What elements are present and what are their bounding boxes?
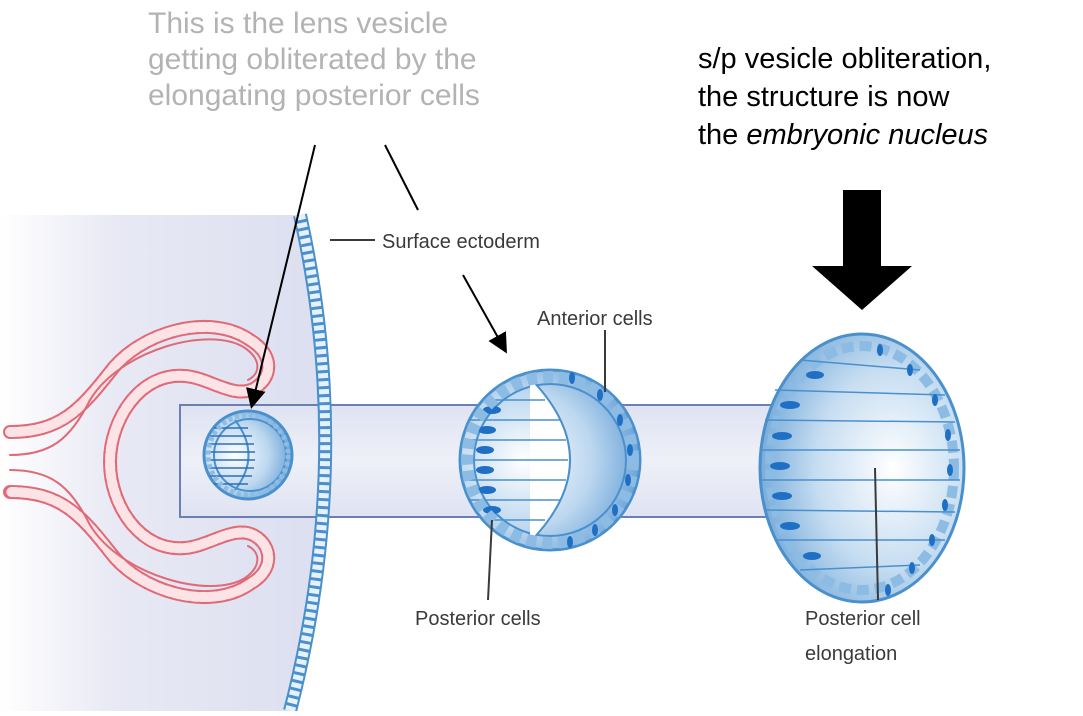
embryonic-nucleus bbox=[760, 334, 964, 602]
nucleus-note-line-1: s/p vesicle obliteration, bbox=[698, 40, 1083, 78]
vesicle-obliteration-note: This is the lens vesicle getting obliter… bbox=[148, 6, 588, 114]
label-posterior-cells: Posterior cells bbox=[415, 608, 541, 630]
middle-lens-vesicle bbox=[460, 370, 640, 550]
nucleus-note-line-2: the structure is now bbox=[698, 78, 1083, 116]
label-posterior-cell-elongation-2: elongation bbox=[805, 643, 897, 665]
arrow-to-middle-vesicle bbox=[463, 275, 505, 350]
early-lens-vesicle bbox=[204, 411, 292, 499]
embryonic-nucleus-note: s/p vesicle obliteration, the structure … bbox=[698, 40, 1083, 154]
big-down-arrow bbox=[812, 190, 912, 310]
nucleus-note-italic-term: embryonic nucleus bbox=[746, 119, 988, 151]
vesicle-note-line: getting obliterated by the bbox=[148, 42, 588, 78]
pointer-line-note bbox=[385, 145, 418, 210]
nucleus-note-prefix: the bbox=[698, 119, 746, 151]
vesicle-note-line: elongating posterior cells bbox=[148, 78, 588, 114]
label-posterior-cell-elongation-1: Posterior cell bbox=[805, 608, 921, 630]
label-surface-ectoderm: Surface ectoderm bbox=[382, 231, 540, 253]
nucleus-note-line-3: the embryonic nucleus bbox=[698, 116, 1083, 154]
label-anterior-cells: Anterior cells bbox=[537, 308, 653, 330]
vesicle-note-line: This is the lens vesicle bbox=[148, 6, 588, 42]
